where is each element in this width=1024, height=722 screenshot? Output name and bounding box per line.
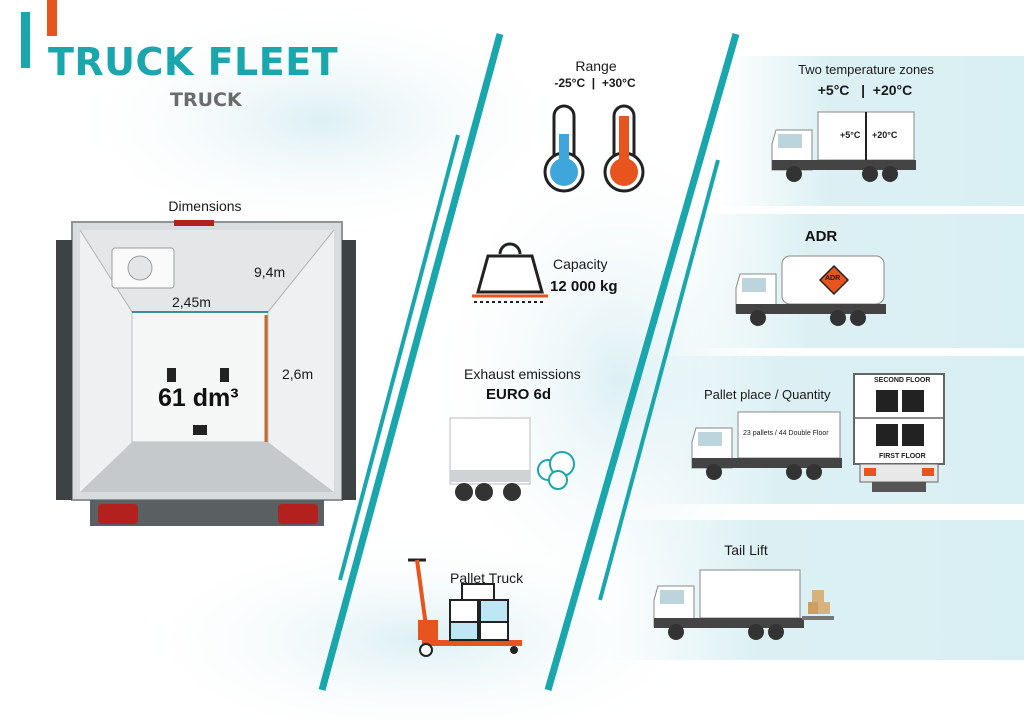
- adr-label: ADR: [804, 228, 838, 245]
- pallet-truck-icon: [408, 558, 522, 657]
- dimension-length: 9,4m: [254, 264, 286, 280]
- thermometer-cold-icon: [543, 104, 585, 193]
- zones-values: +5°C | +20°C: [817, 82, 913, 98]
- dimensions-label: Dimensions: [168, 198, 242, 214]
- pallet-truck-vehicle-icon: [691, 411, 842, 480]
- page-title: TRUCK FLEET: [48, 40, 339, 84]
- two-zone-truck-icon: [771, 111, 916, 182]
- zones-label: Two temperature zones: [798, 62, 934, 77]
- second-floor-text: SECOND FLOOR: [874, 377, 931, 384]
- truck-interior-image: [56, 220, 356, 526]
- range-values: -25°C | +30°C: [554, 76, 636, 90]
- capacity-value: 12 000 kg: [550, 278, 618, 295]
- tail-lift-truck-icon: [653, 569, 834, 640]
- emissions-value: EURO 6d: [486, 386, 552, 403]
- pallet-truck-label: Pallet Truck: [450, 570, 524, 586]
- dimension-width: 2,45m: [172, 294, 211, 310]
- pallets-label: Pallet place / Quantity: [704, 387, 831, 402]
- zone-right-text: +20°C: [872, 130, 898, 140]
- double-floor-diagram: [853, 373, 945, 492]
- page-subtitle: TRUCK: [170, 89, 242, 111]
- capacity-label: Capacity: [553, 256, 608, 272]
- emissions-label: Exhaust emissions: [464, 366, 581, 382]
- logo-bars: [18, 0, 78, 70]
- weight-icon: [472, 242, 548, 303]
- first-floor-text: FIRST FLOOR: [879, 453, 926, 460]
- range-label: Range: [575, 58, 617, 74]
- adr-sign-text: ADR: [825, 275, 841, 282]
- dimension-height: 2,6m: [282, 366, 314, 382]
- adr-truck-icon: [735, 255, 886, 326]
- tail-lift-label: Tail Lift: [724, 542, 768, 558]
- pallets-box-text: 23 pallets / 44 Double Floor: [743, 430, 829, 437]
- exhaust-truck-icon: [449, 417, 575, 501]
- zone-left-text: +5°C: [840, 130, 861, 140]
- dimension-volume: 61 dm³: [158, 384, 239, 412]
- thermometer-hot-icon: [603, 104, 645, 193]
